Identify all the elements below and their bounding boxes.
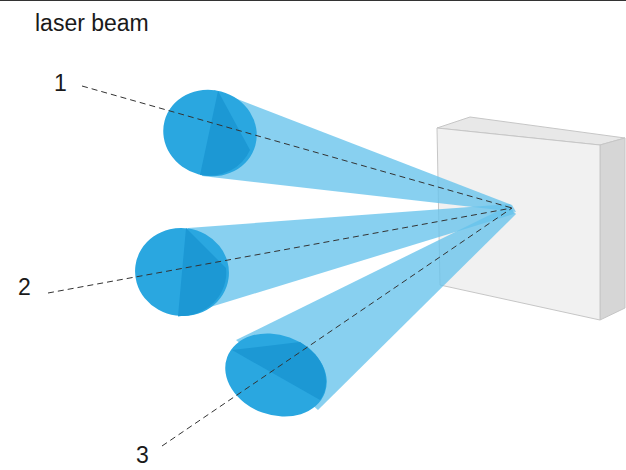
callout-number: 3: [136, 444, 149, 467]
beam-axes: [48, 86, 512, 446]
callout-number: 2: [18, 276, 31, 299]
beam-sources: [129, 79, 338, 430]
diagram-title: laser beam: [35, 12, 149, 35]
callout-number: 1: [54, 72, 67, 95]
top-rule: [0, 0, 626, 1]
